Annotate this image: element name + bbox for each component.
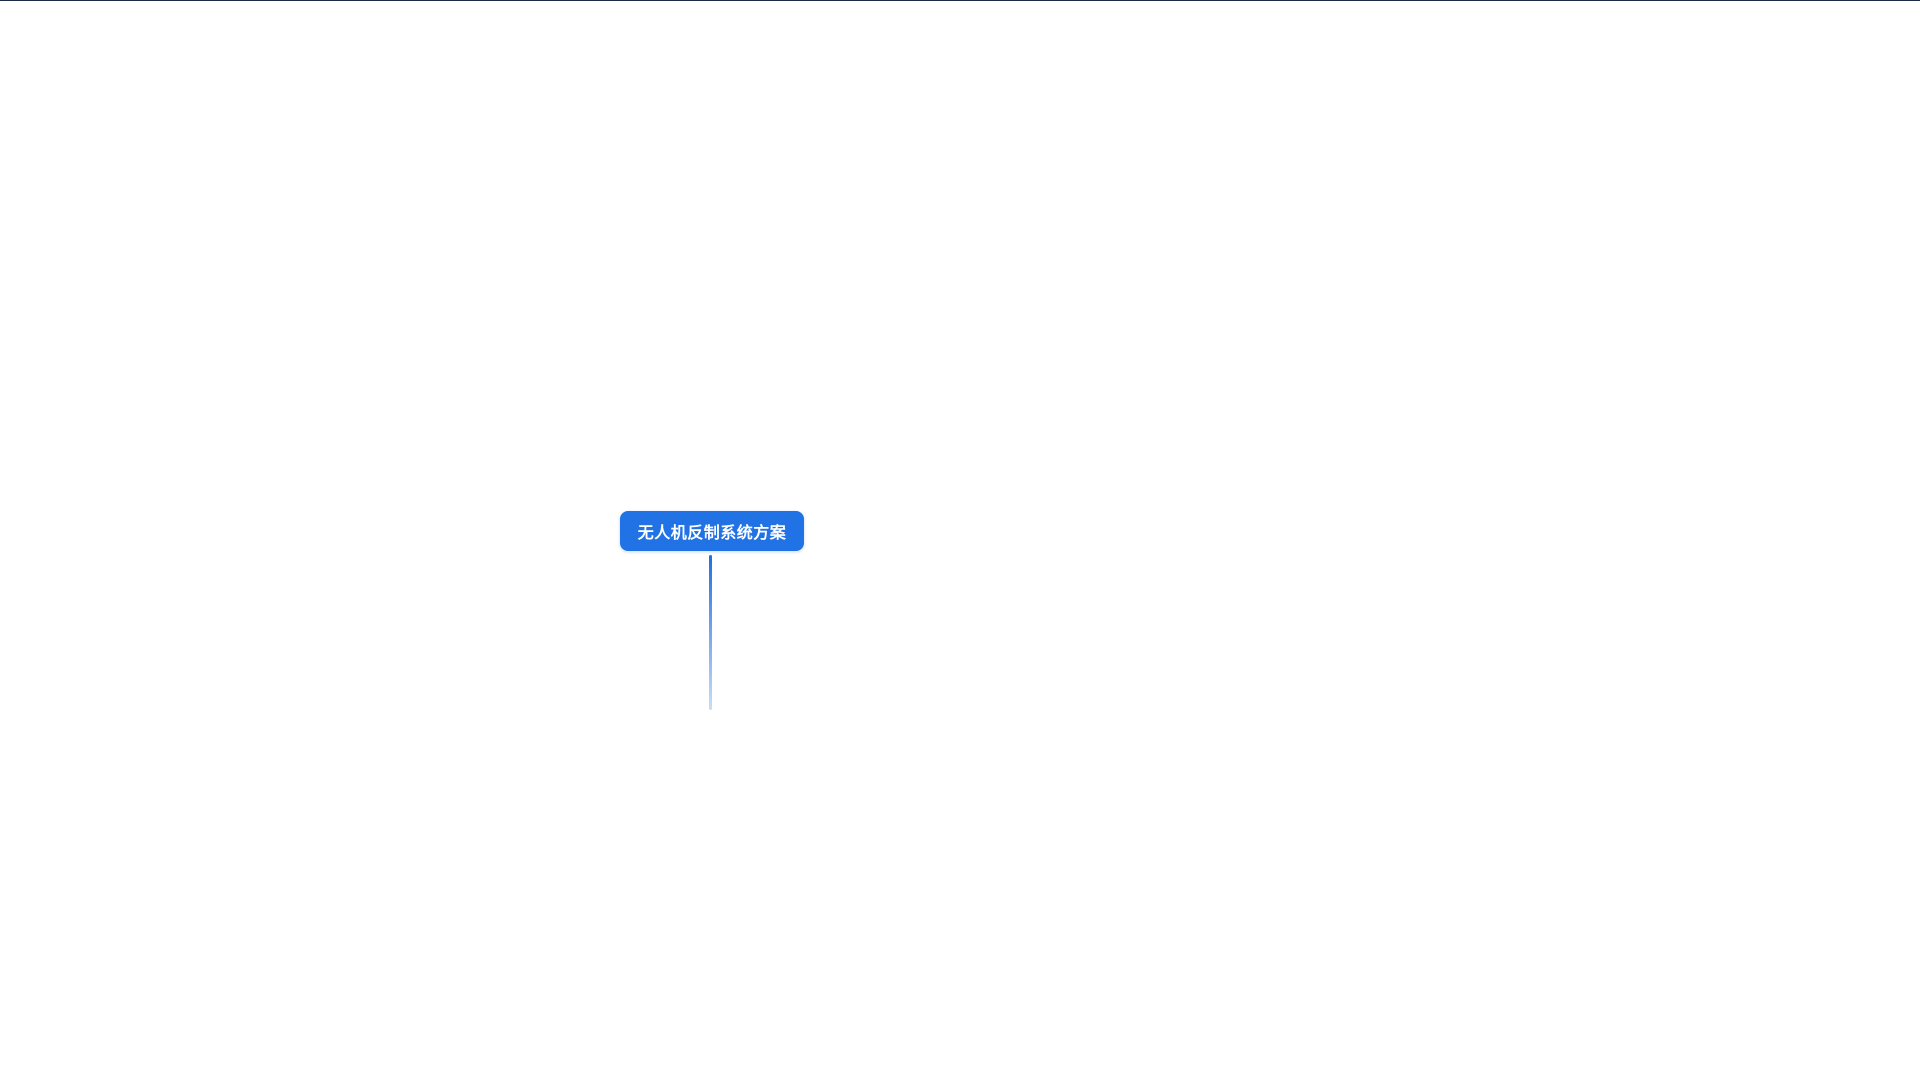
- root-node[interactable]: 无人机反制系统方案: [620, 511, 804, 551]
- top-border-line: [0, 0, 1920, 1]
- root-connector-line: [709, 555, 712, 710]
- root-node-label: 无人机反制系统方案: [637, 523, 787, 542]
